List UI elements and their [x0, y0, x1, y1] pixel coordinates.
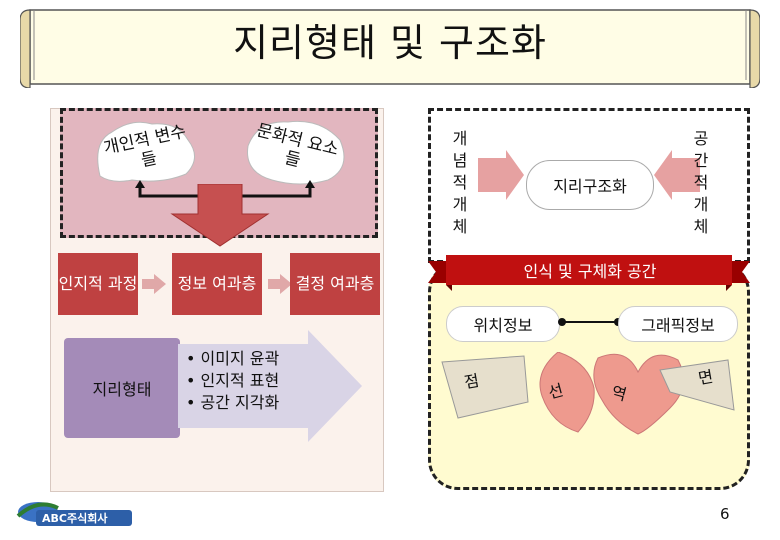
cognitive-process-box: 인지적 과정 — [58, 253, 138, 315]
link-line — [558, 318, 622, 326]
info-filter-box: 정보 여과층 — [172, 253, 262, 315]
bullet-item: 인지적 표현 — [186, 370, 280, 392]
page-number: 6 — [720, 505, 730, 523]
geo-form-box: 지리형태 — [64, 338, 180, 438]
arrow-right-icon — [268, 274, 292, 294]
decision-filter-box: 결정 여과층 — [290, 253, 380, 315]
bullet-list: 이미지 윤곽 인지적 표현 공간 지각화 — [186, 348, 280, 414]
graphic-info-node: 그래픽정보 — [618, 306, 738, 342]
arrow-right-icon — [478, 150, 524, 200]
shape-group — [441, 352, 735, 435]
company-logo: ABC주식회사 — [16, 502, 132, 526]
svg-text:ABC주식회사: ABC주식회사 — [42, 511, 108, 525]
spatial-entity-label: 공간적개체 — [693, 129, 709, 236]
bullet-item: 공간 지각화 — [186, 392, 280, 414]
ribbon-banner — [428, 255, 750, 291]
geo-structuring-node: 지리구조화 — [526, 160, 654, 210]
down-arrow-icon — [170, 184, 270, 247]
bullet-item: 이미지 윤곽 — [186, 348, 280, 370]
arrow-right-icon — [142, 274, 166, 294]
location-info-node: 위치정보 — [446, 306, 560, 342]
cloud-individual — [97, 121, 195, 182]
ribbon-label: 인식 및 구체화 공간 — [523, 262, 657, 281]
page-title: 지리형태 및 구조화 — [233, 21, 547, 65]
conceptual-entity-label: 개념적개체 — [452, 129, 468, 236]
cloud-cultural — [247, 120, 345, 185]
arrow-left-icon — [654, 150, 700, 200]
title-banner — [20, 9, 760, 88]
